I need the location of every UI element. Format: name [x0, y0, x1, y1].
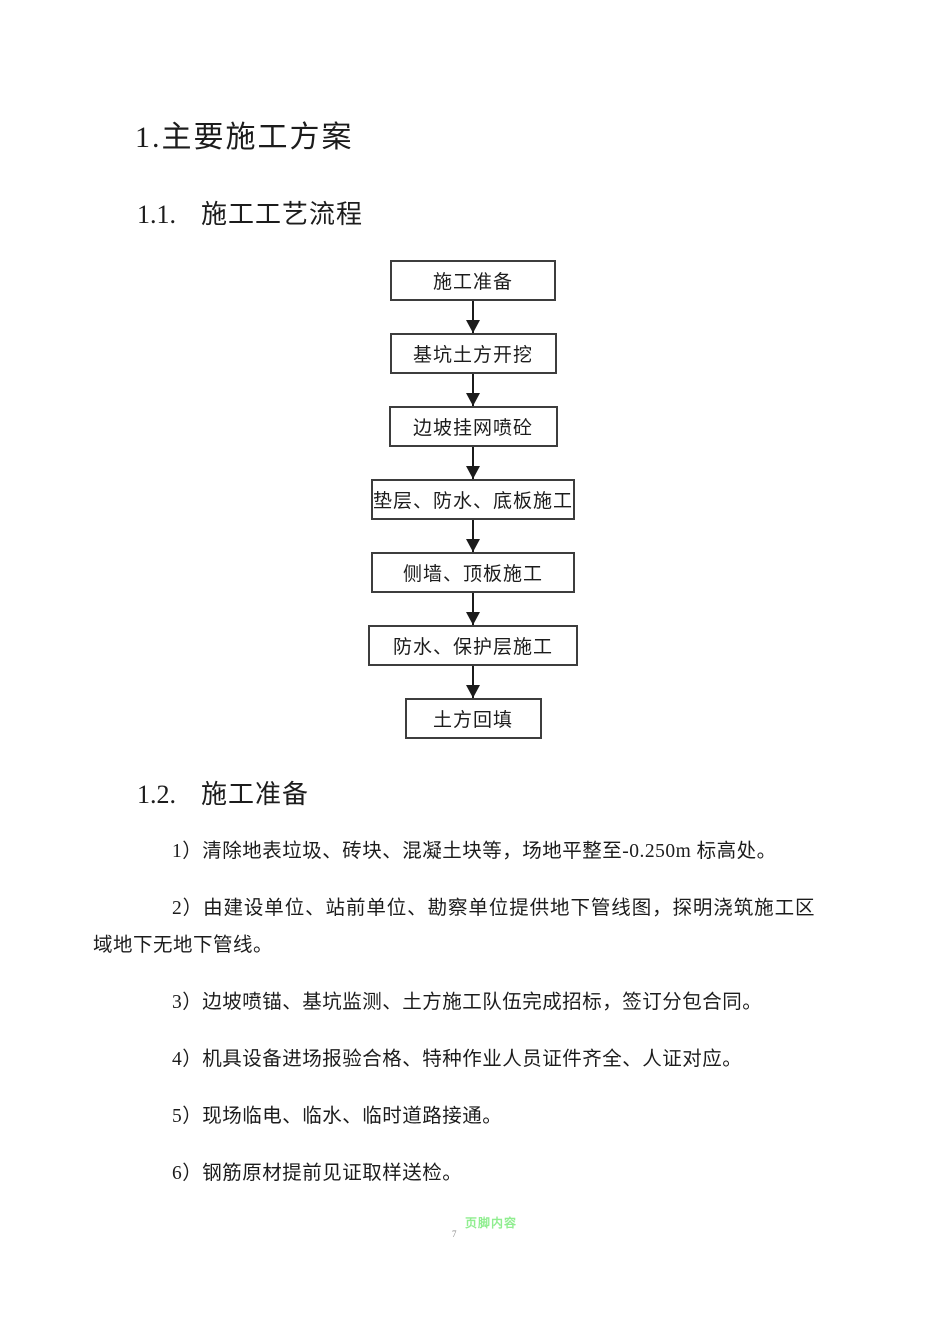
- preparation-item-5: 5）现场临电、临水、临时道路接通。: [172, 1106, 503, 1127]
- flow-step-slope-mesh-shotcrete: 边坡挂网喷砼: [388, 406, 558, 447]
- construction-process-flowchart: 施工准备 基坑土方开挖 边坡挂网喷砼 垫层、防水、底板施工 侧墙、顶板施工 防水…: [0, 260, 946, 739]
- page-number: 7: [452, 1229, 457, 1239]
- down-arrow: [466, 593, 480, 625]
- down-arrow: [466, 301, 480, 333]
- flow-step-pit-excavation: 基坑土方开挖: [389, 333, 557, 374]
- down-arrow: [466, 520, 480, 552]
- footer-note: 页脚内容: [465, 1216, 518, 1230]
- flow-step-waterproof-protective-layer: 防水、保护层施工: [368, 625, 578, 666]
- section-title: 施工准备: [201, 780, 310, 809]
- down-arrow: [466, 447, 480, 479]
- down-arrow: [466, 666, 480, 698]
- section-number: 1.1.: [137, 200, 176, 229]
- page-title: 1.主要施工方案: [135, 121, 354, 154]
- preparation-item-3: 3）边坡喷锚、基坑监测、土方施工队伍完成招标，签订分包合同。: [172, 992, 763, 1013]
- section-heading-1-1: 1.1. 施工工艺流程: [137, 194, 363, 231]
- preparation-item-6: 6）钢筋原材提前见证取样送检。: [172, 1163, 463, 1184]
- down-arrow: [466, 374, 480, 406]
- flow-step-earth-backfill: 土方回填: [404, 698, 542, 739]
- section-title: 施工工艺流程: [201, 200, 364, 229]
- section-heading-1-2: 1.2. 施工准备: [137, 774, 309, 811]
- flow-step-sidewall-roof: 侧墙、顶板施工: [371, 552, 575, 593]
- section-number: 1.2.: [137, 780, 176, 809]
- preparation-item-2: 2）由建设单位、站前单位、勘察单位提供地下管线图，探明浇筑施工区域地下无地下管线…: [93, 898, 815, 956]
- flow-step-construction-preparation: 施工准备: [390, 260, 556, 301]
- preparation-item-4: 4）机具设备进场报验合格、特种作业人员证件齐全、人证对应。: [172, 1049, 743, 1070]
- flow-step-cushion-waterproof-baseplate: 垫层、防水、底板施工: [371, 479, 575, 520]
- preparation-list: 1）清除地表垃圾、砖块、混凝土块等，场地平整至-0.250m 标高处。 2）由建…: [93, 833, 815, 1212]
- preparation-item-1: 1）清除地表垃圾、砖块、混凝土块等，场地平整至-0.250m 标高处。: [172, 841, 777, 862]
